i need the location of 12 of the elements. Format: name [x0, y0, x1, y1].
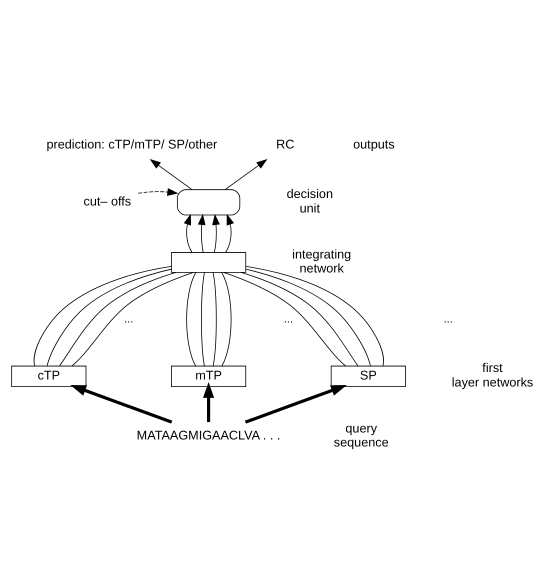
- node-text: MATAAGMIGAACLVA . . .: [136, 428, 280, 442]
- label: query sequence: [334, 421, 389, 450]
- label: ...: [444, 313, 453, 326]
- label: outputs: [353, 137, 395, 152]
- node-text: prediction: cTP/mTP/ SP/other: [46, 137, 218, 152]
- node-text: RC: [276, 137, 294, 152]
- label: decision unit: [286, 187, 334, 216]
- label: ...: [284, 313, 294, 326]
- label: integrating network: [292, 247, 352, 276]
- label: ...: [124, 313, 134, 326]
- label: first layer networks: [452, 361, 534, 390]
- node-text: cut– offs: [84, 194, 132, 208]
